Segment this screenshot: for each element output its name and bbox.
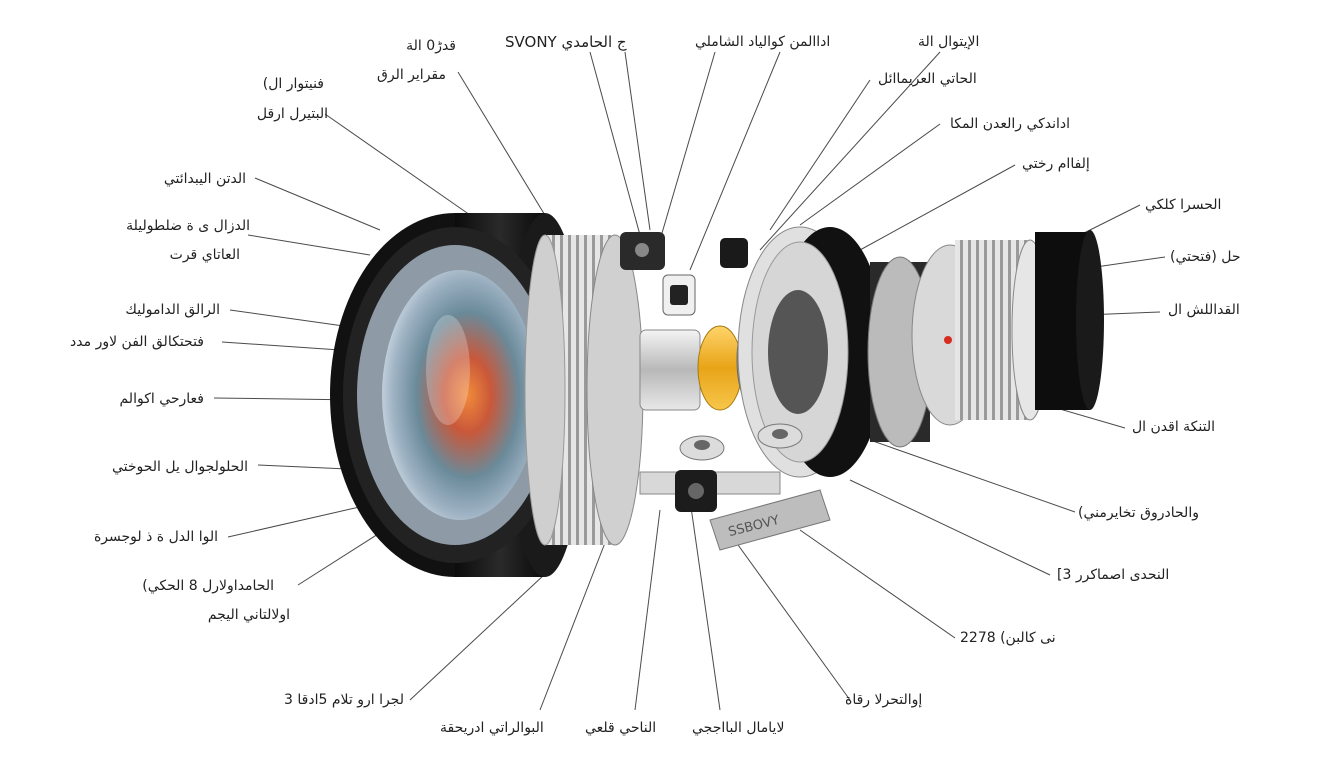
label-bottom-2: البوالراتي ادريحقة — [440, 720, 544, 736]
label-left-1b: البتيرل ارقل — [256, 106, 328, 122]
label-left-8: الوا الدل ة ذ لوجسرة — [93, 529, 218, 545]
label-left-6: فعارحي اكوالم — [119, 391, 204, 407]
label-left-5: فتحتكالق الفن لاور مدد — [70, 334, 204, 350]
label-left-3b: العاتاي قرت — [169, 247, 240, 263]
label-left-7: الحلولجوال يل الحوختي — [111, 459, 248, 475]
label-top-2: SVONY ج الحامدي — [505, 33, 627, 51]
label-right-5: (حل (فتحتي — [1170, 249, 1241, 265]
rear-assembly — [867, 230, 1104, 448]
front-lens-barrel — [330, 213, 585, 577]
label-right-7: التنكة اقدن ال — [1132, 419, 1216, 435]
label-top-1b: مقراير الرق — [376, 67, 446, 83]
label-right-2: اداندكي رالعدن المكا — [950, 116, 1071, 132]
focus-ring — [524, 234, 644, 546]
label-right-1: الحاتي العريماائل — [878, 71, 977, 87]
gold-element-ring — [697, 325, 743, 411]
label-left-3a: الدزال ى ة ضلطوليلة — [126, 218, 250, 234]
label-right-3: إلفاام رختي — [1022, 156, 1090, 172]
label-bottom-4: لايامال البااججي — [692, 720, 785, 736]
label-right-8: (والحادروق تخايرمني — [1078, 505, 1199, 521]
label-left-9b: اولالتاني اليجم — [207, 607, 290, 623]
mount-plate — [737, 226, 885, 478]
small-parts — [620, 232, 831, 551]
label-left-1a: (فنيتوار ال — [262, 76, 324, 92]
label-bottom-5: إوالتحرلا رقاة — [845, 692, 923, 708]
label-right-4: الحسرا كلكي — [1145, 197, 1222, 213]
label-left-2: الدتن اليبدائتي — [163, 171, 246, 187]
label-right-10: 2278 (نى كالبن — [960, 630, 1056, 646]
label-bottom-1: 3 لجرا ارو تلام 5ادقا — [284, 692, 404, 708]
front-glass-element — [382, 270, 538, 520]
label-top-1a: قدڑ0 الة — [406, 38, 456, 54]
label-top-4: الإيتوال الة — [918, 34, 980, 50]
label-left-9a: (الحامداولارل 8 الحكي — [142, 578, 274, 594]
label-right-9: [3 النحدى اصماكرر — [1057, 567, 1170, 583]
label-bottom-3: الناحي قلعي — [585, 720, 657, 736]
label-top-3: اداالمن كوالياد الشاملي — [695, 34, 831, 50]
label-left-4: الرالق الداموليك — [125, 302, 220, 318]
label-right-6: القداللش ال — [1168, 302, 1240, 318]
